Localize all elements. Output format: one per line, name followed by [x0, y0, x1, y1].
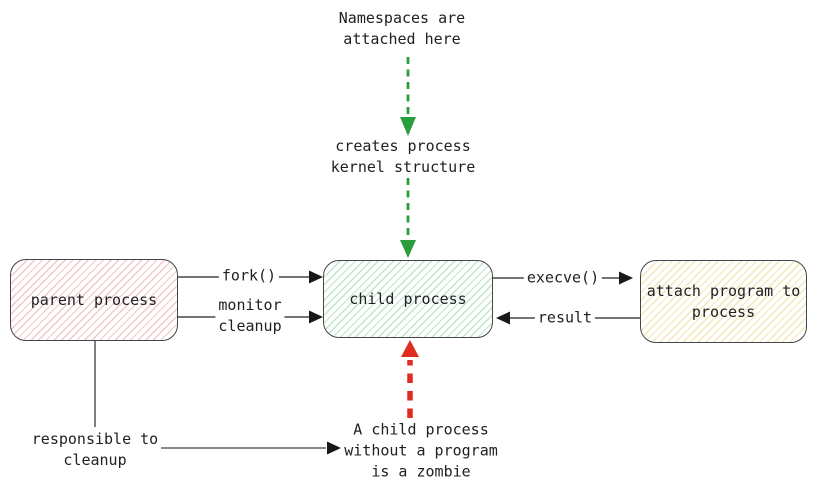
cleanup-zombie-arrowhead-icon [327, 441, 341, 455]
fork-arrowhead-icon [309, 270, 323, 284]
note-responsible-cleanup: responsible to cleanup [31, 430, 159, 469]
execve-arrowhead-icon [619, 271, 633, 285]
note-zombie: A child process without a program is a z… [344, 420, 498, 481]
node-parent-process: parent process [10, 259, 178, 341]
creates-kernel-arrowhead-icon [400, 240, 416, 258]
edge-label-fork: fork() [218, 265, 280, 287]
node-attach-program-label: attach program to process [646, 281, 801, 321]
note-namespaces: Namespaces are attached here [338, 9, 466, 48]
monitor-arrowhead-icon [309, 310, 323, 324]
node-attach-program: attach program to process [640, 260, 807, 343]
namespaces-arrowhead-icon [400, 117, 416, 136]
node-child-process: child process [323, 260, 493, 338]
result-arrowhead-icon [496, 311, 510, 325]
edge-label-execve: execve() [523, 267, 603, 289]
zombie-arrowhead-icon [401, 340, 419, 357]
node-child-process-label: child process [349, 289, 467, 308]
edge-label-monitor-cleanup: monitor cleanup [215, 295, 285, 337]
node-parent-process-label: parent process [30, 290, 158, 309]
edge-label-result: result [534, 307, 596, 329]
note-creates-kernel: creates process kernel structure [330, 137, 476, 176]
